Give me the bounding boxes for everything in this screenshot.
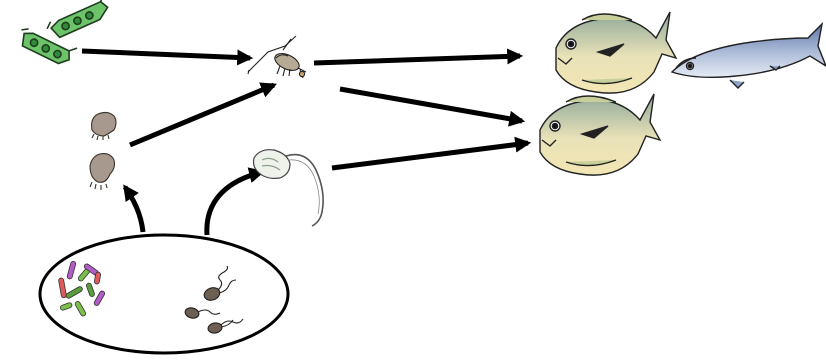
microbial-loop-ellipse <box>38 233 290 355</box>
heterotrophic-flagellate-icon <box>184 265 244 334</box>
bacteria-icon <box>58 260 106 317</box>
arrow-copepod-to-fish-top <box>313 48 524 66</box>
arrow-appendicularian-to-fish <box>331 136 532 171</box>
arrow-ciliate-to-copepod <box>129 82 277 148</box>
arrow-loop-to-ciliate <box>122 184 146 233</box>
appendicularian-icon <box>252 149 324 227</box>
pomfret-fish-icon <box>539 93 662 176</box>
diatom-chain-icon <box>21 0 109 65</box>
sardine-fish-icon <box>670 21 826 89</box>
arrows <box>81 48 532 293</box>
arrow-diatom-to-copepod <box>81 48 254 66</box>
pomfret-fish-icon <box>555 11 678 94</box>
arrow-copepod-to-fish-middle <box>339 86 526 127</box>
copepod-icon <box>247 35 307 79</box>
ciliate-icon <box>89 111 117 190</box>
arrow-loop-to-appendicularian <box>204 167 266 236</box>
